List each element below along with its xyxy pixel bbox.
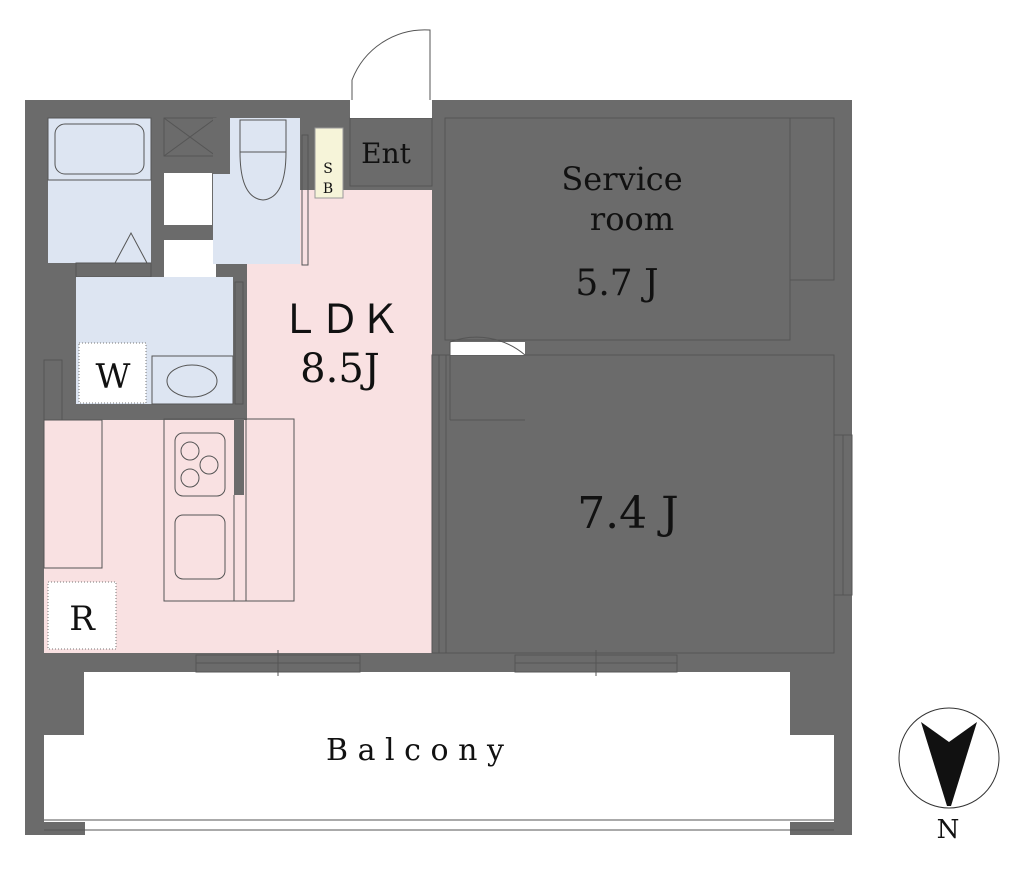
shoe-box-label-s: S	[323, 161, 333, 177]
kitchen-sink-icon	[174, 514, 226, 580]
kitchen-counter	[163, 418, 295, 602]
washer-space	[78, 342, 147, 404]
bedroom-door[interactable]	[449, 336, 526, 420]
sink-icon	[166, 364, 218, 398]
ldk-size: 8.5J	[300, 346, 380, 392]
shoe-box	[314, 127, 344, 199]
washer-label: W	[96, 357, 131, 397]
fridge-label: R	[69, 599, 96, 639]
bathtub-icon	[54, 123, 145, 175]
shoe-box-label-b: B	[323, 181, 333, 197]
balcony	[44, 672, 834, 822]
toilet-icon	[239, 119, 287, 201]
ldk-label: ＬＤＫ	[280, 297, 400, 343]
entrance-label: Ent	[361, 137, 411, 170]
service-room-label-1: Service	[561, 160, 682, 198]
service-room-label-2: room	[590, 200, 674, 238]
compass-icon	[898, 707, 1000, 809]
fridge-space	[47, 581, 117, 650]
service-room-size: 5.7 J	[575, 263, 658, 304]
stove-icon	[174, 432, 226, 497]
bedroom-size: 7.4 J	[577, 488, 679, 539]
compass-north-label: N	[937, 815, 960, 845]
balcony-label: B a l c o n y	[326, 733, 504, 768]
counter	[43, 419, 103, 569]
front-door[interactable]	[351, 29, 431, 100]
